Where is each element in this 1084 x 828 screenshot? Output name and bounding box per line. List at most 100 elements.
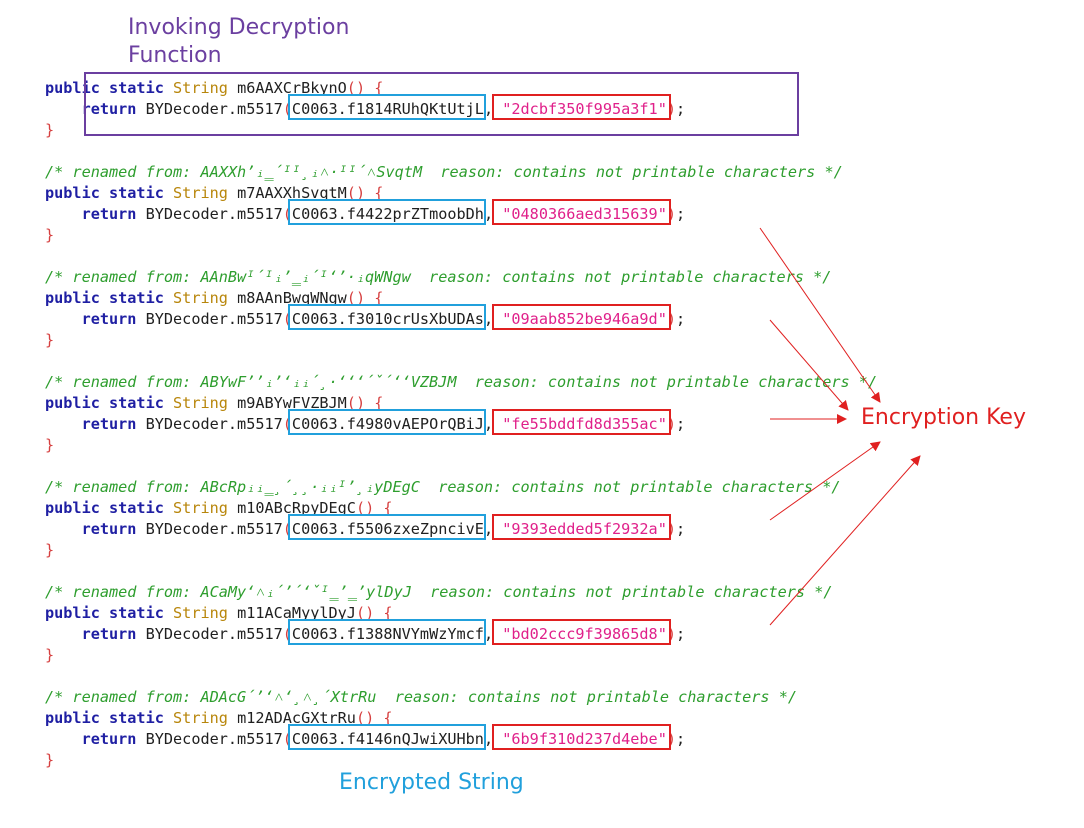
keyword-return: return <box>81 310 137 328</box>
comma: , <box>483 310 503 328</box>
type-string: String <box>173 709 228 727</box>
keyword-return: return <box>81 415 137 433</box>
semicolon: ; <box>676 415 686 433</box>
indent <box>45 520 82 538</box>
close-paren: ) <box>666 625 676 643</box>
comma: , <box>483 100 503 118</box>
keyword-public-static: public static <box>45 79 164 97</box>
encryption-key-box <box>492 514 671 540</box>
closing-brace: } <box>45 751 55 769</box>
space <box>164 289 173 307</box>
encrypted-field: C0063.f4422prZTmoobDh <box>291 205 484 223</box>
decoder-call: BYDecoder.m5517 <box>145 310 283 328</box>
encrypted-field: C0063.f1388NVYmWzYmcf <box>291 625 484 643</box>
invoking-function-box <box>84 72 799 136</box>
comma: , <box>483 520 503 538</box>
return-statement: return BYDecoder.m5517(C0063.f1814RUhQKt… <box>45 99 686 119</box>
indent <box>45 625 82 643</box>
encryption-key-string: "09aab852be946a9d" <box>502 310 667 328</box>
comment-renamed: /* renamed from: ABYwF’’ᵢ’‘ᵢᵢ´¸·‘‘‘´ˇ´‘‘… <box>45 373 457 391</box>
type-string: String <box>173 184 228 202</box>
decoder-call: BYDecoder.m5517 <box>145 205 283 223</box>
decoder-call: BYDecoder.m5517 <box>145 415 283 433</box>
close-paren: ) <box>666 730 676 748</box>
encryption-key-box <box>492 94 671 120</box>
invoking-label-line2: Function <box>128 43 222 68</box>
encryption-key-string: "bd02ccc9f39865d8" <box>502 625 667 643</box>
return-statement: return BYDecoder.m5517(C0063.f5506zxeZpn… <box>45 519 686 539</box>
comment-reason: reason: contains not printable character… <box>394 688 798 706</box>
indent <box>45 730 82 748</box>
keyword-public-static: public static <box>45 604 164 622</box>
encryption-key-string: "6b9f310d237d4ebe" <box>502 730 667 748</box>
keyword-return: return <box>81 625 137 643</box>
space <box>228 499 237 517</box>
encryption-key-string: "fe55bddfd8d355ac" <box>502 415 667 433</box>
space <box>228 184 237 202</box>
close-paren: ) <box>666 205 676 223</box>
comment-spacer <box>456 373 474 391</box>
space <box>136 205 145 223</box>
encrypted-string-box <box>287 304 486 330</box>
comma: , <box>483 730 503 748</box>
indent <box>45 205 82 223</box>
comma: , <box>483 205 503 223</box>
code-comment: /* renamed from: AAXXh’ᵢ‗´ᴵᴵ¸ᵢ˄·ᴵᴵ´˄Svqt… <box>45 162 843 182</box>
encrypted-string-box <box>287 619 486 645</box>
method-signature: public static String m7AAXXhSvqtM() { <box>45 183 383 203</box>
space <box>136 415 145 433</box>
encrypted-field: C0063.f3010crUsXbUDAs <box>291 310 484 328</box>
method-name: m11ACaMyylDyJ <box>237 604 356 622</box>
semicolon: ; <box>676 310 686 328</box>
return-statement: return BYDecoder.m5517(C0063.f4422prZTmo… <box>45 204 686 224</box>
code-comment: /* renamed from: ABYwF’’ᵢ’‘ᵢᵢ´¸·‘‘‘´ˇ´‘‘… <box>45 372 877 392</box>
encryption-key-box <box>492 619 671 645</box>
code-comment: /* renamed from: ACaMy‘˄ᵢ´’´‘ˇᴵ‗’‗’ylDyJ… <box>45 582 832 602</box>
encryption-key-label: Encryption Key <box>861 405 1026 430</box>
space <box>164 499 173 517</box>
type-string: String <box>173 394 228 412</box>
encryption-key-string: "9393edded5f2932a" <box>502 520 667 538</box>
comment-renamed: /* renamed from: ACaMy‘˄ᵢ´’´‘ˇᴵ‗’‗’ylDyJ <box>45 583 412 601</box>
closing-brace: } <box>45 541 55 559</box>
space <box>164 394 173 412</box>
comment-reason: reason: contains not printable character… <box>474 373 878 391</box>
keyword-public-static: public static <box>45 499 164 517</box>
space <box>164 184 173 202</box>
type-string: String <box>173 499 228 517</box>
comma: , <box>483 415 503 433</box>
comment-spacer <box>412 583 430 601</box>
comma: , <box>483 625 503 643</box>
encryption-key-box <box>492 409 671 435</box>
method-signature: public static String m6AAXCrBkynO() { <box>45 78 383 98</box>
keyword-return: return <box>81 205 137 223</box>
code-comment: /* renamed from: AAnBwᴵ´ᴵᵢ’‗ᵢ´ᴵ‘’·ᵢqWNgw… <box>45 267 831 287</box>
comment-renamed: /* renamed from: ABcRpᵢᵢ‗¸´¸¸·ᵢᵢᴵ’¸ᵢyDEg… <box>45 478 420 496</box>
space <box>228 394 237 412</box>
space <box>164 709 173 727</box>
return-statement: return BYDecoder.m5517(C0063.f3010crUsXb… <box>45 309 686 329</box>
semicolon: ; <box>676 730 686 748</box>
keyword-public-static: public static <box>45 394 164 412</box>
method-signature: public static String m8AAnBwqWNgw() { <box>45 288 383 308</box>
type-string: String <box>173 79 228 97</box>
close-paren: ) <box>666 415 676 433</box>
encrypted-field: C0063.f4980vAEPOrQBiJ <box>291 415 484 433</box>
decoder-call: BYDecoder.m5517 <box>145 625 283 643</box>
comment-reason: reason: contains not printable character… <box>438 478 841 496</box>
space <box>136 625 145 643</box>
closing-brace: } <box>45 121 55 139</box>
encrypted-string-box <box>287 409 486 435</box>
decoder-call: BYDecoder.m5517 <box>145 100 283 118</box>
open-paren: ( <box>282 205 292 223</box>
type-string: String <box>173 604 228 622</box>
encryption-key-box <box>492 199 671 225</box>
invoking-label-line1: Invoking Decryption <box>128 15 350 40</box>
encrypted-field: C0063.f1814RUhQKtUtjL <box>291 100 484 118</box>
keyword-return: return <box>81 100 137 118</box>
keyword-public-static: public static <box>45 289 164 307</box>
semicolon: ; <box>676 100 686 118</box>
type-string: String <box>173 289 228 307</box>
encryption-key-box <box>492 724 671 750</box>
closing-brace: } <box>45 436 55 454</box>
